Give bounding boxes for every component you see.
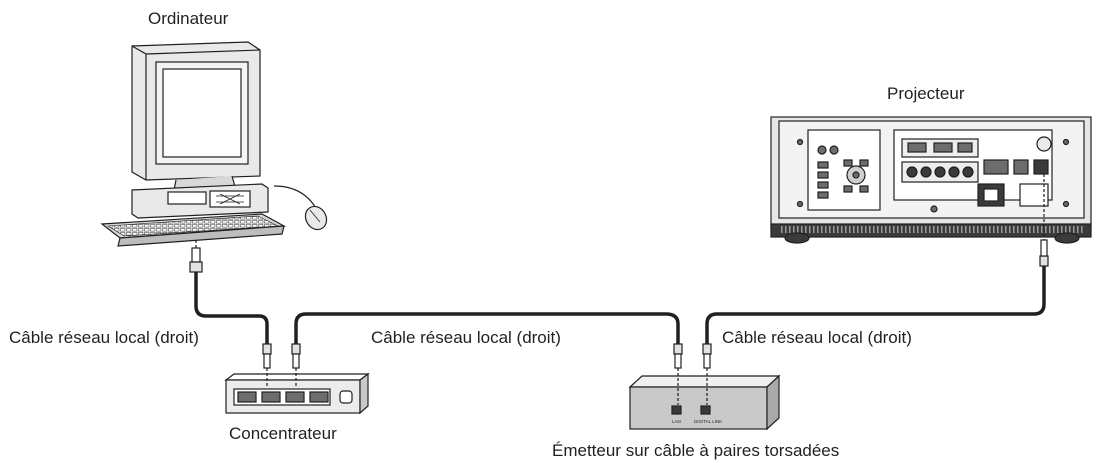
connector-plugs <box>189 174 1049 405</box>
mouse-icon <box>273 185 328 231</box>
cable-transmitter-projector <box>705 264 1046 346</box>
computer-label: Ordinateur <box>148 9 229 28</box>
transmitter-label: Émetteur sur câble à paires torsadées <box>552 441 840 460</box>
projector-illustration <box>770 116 1092 244</box>
hub-label: Concentrateur <box>229 424 337 443</box>
cable-label-left: Câble réseau local (droit) <box>9 328 199 347</box>
cable-label-middle: Câble réseau local (droit) <box>371 328 561 347</box>
hub-illustration <box>224 372 370 415</box>
port-digital-link-label: DIGITAL LINK <box>694 419 722 424</box>
cable-label-right: Câble réseau local (droit) <box>722 328 912 347</box>
port-lan-label: LAN <box>672 419 681 424</box>
transmitter-illustration <box>628 374 781 431</box>
cable-hub-transmitter <box>294 312 680 346</box>
cable-computer-hub <box>194 270 269 346</box>
projector-label: Projecteur <box>887 84 965 103</box>
computer-illustration <box>100 41 287 247</box>
